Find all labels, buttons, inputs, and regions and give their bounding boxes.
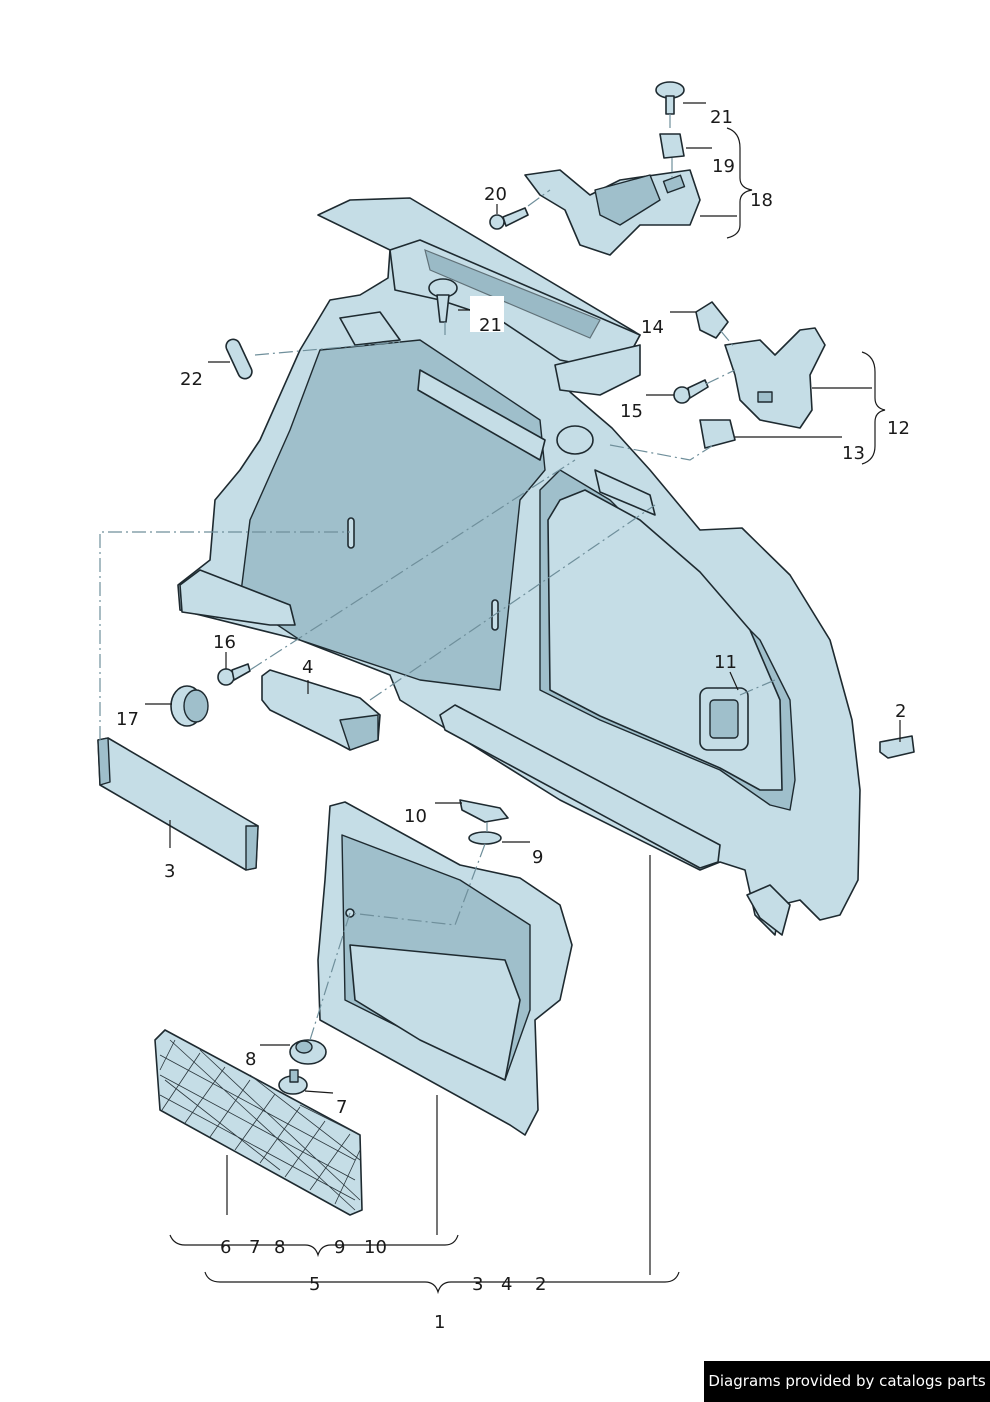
callout-1: 1 [434,1312,445,1333]
callout-16: 16 [213,632,236,653]
callout-9-ring: 9 [532,847,543,868]
callout-21-panel-bg [470,296,504,332]
side-trim-panel [177,197,861,936]
ring-9 [468,831,502,845]
screw-20 [489,207,529,230]
bracket-4 [261,669,381,751]
callout-18: 18 [750,190,773,211]
bracket-12 [724,327,826,429]
callout-21-panel: 21 [479,315,502,336]
clip-13 [699,419,736,449]
callout-9-group: 9 [334,1237,345,1258]
leader-lines [145,102,901,1275]
callout-8-fastener: 8 [245,1049,256,1070]
nut-19 [659,133,685,159]
assembly-lines [99,114,776,1041]
strip-3 [97,737,259,871]
callout-19: 19 [712,156,735,177]
screw-15 [673,379,709,404]
clip-10 [459,799,509,823]
callout-4-bracket: 4 [302,657,313,678]
callout-13: 13 [842,443,865,464]
callout-4-group: 4 [501,1274,512,1295]
fastener-8 [289,1039,327,1065]
callout-8-group: 8 [274,1237,285,1258]
callout-3-group: 3 [472,1274,483,1295]
cap-17 [170,685,209,727]
bracket-assembly [524,169,701,256]
fastener-7 [278,1069,308,1095]
callout-7-fastener: 7 [336,1097,347,1118]
callout-12: 12 [887,418,910,439]
screw-21-panel [428,278,458,323]
callout-3-strip: 3 [164,861,175,882]
callout-11: 11 [714,652,737,673]
callout-6: 6 [220,1237,231,1258]
clip-2 [879,735,915,759]
grommet-22 [225,338,253,380]
braces [169,127,886,1295]
callout-2-clip: 2 [895,701,906,722]
callout-10-clip: 10 [404,806,427,827]
screw-16 [217,663,251,686]
credit-banner: Diagrams provided by catalogs parts [704,1361,990,1402]
callout-14: 14 [641,317,664,338]
screw-21-top [655,81,685,115]
callout-7-group: 7 [249,1237,260,1258]
cargo-net-6 [154,1029,363,1216]
compartment-5 [317,801,573,1136]
callout-17: 17 [116,709,139,730]
callout-5: 5 [309,1274,320,1295]
callout-21-top: 21 [710,107,733,128]
clip-14 [695,301,729,339]
callout-22: 22 [180,369,203,390]
callout-10-group: 10 [364,1237,387,1258]
vent-11 [699,687,749,751]
callout-labels: 21 19 18 20 21 22 14 15 12 13 16 4 11 17… [116,107,910,1333]
callout-15: 15 [620,401,643,422]
callout-20: 20 [484,184,507,205]
callout-2-group: 2 [535,1274,546,1295]
